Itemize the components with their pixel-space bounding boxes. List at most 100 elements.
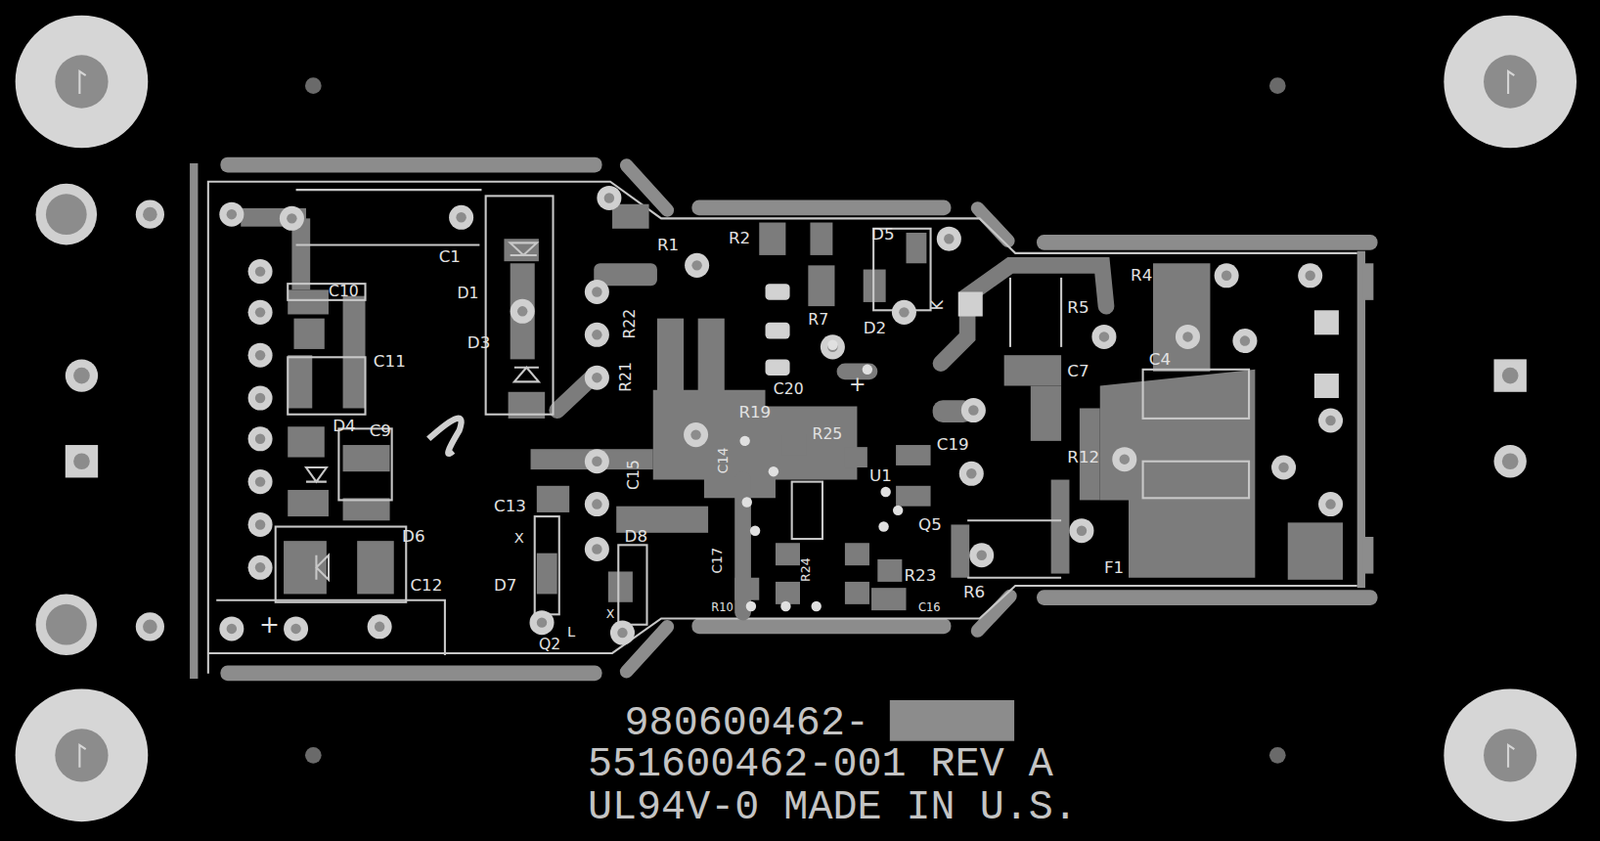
pcb-feature bbox=[1221, 270, 1232, 281]
pcb-feature bbox=[1325, 498, 1335, 509]
part-designator: D2 bbox=[863, 320, 887, 338]
pcb-feature bbox=[810, 601, 821, 612]
pcb-feature bbox=[591, 456, 602, 467]
pcb-feature bbox=[279, 206, 305, 231]
pcb-feature bbox=[895, 486, 931, 507]
pcb-feature bbox=[283, 540, 327, 594]
pcb-feature bbox=[775, 542, 800, 566]
pcb-feature bbox=[248, 300, 273, 325]
pcb-feature bbox=[1502, 367, 1519, 385]
pcb-feature bbox=[690, 429, 701, 440]
pcb-feature bbox=[503, 238, 538, 262]
pcb-feature bbox=[657, 318, 684, 395]
part-designator: R4 bbox=[1130, 266, 1153, 284]
pcb-feature bbox=[534, 516, 560, 615]
part-designator: C15 bbox=[626, 459, 643, 490]
pcb-feature bbox=[1304, 270, 1315, 281]
pcb-feature bbox=[73, 367, 90, 385]
pcb-feature bbox=[765, 322, 791, 340]
pcb-feature bbox=[626, 165, 668, 211]
pcb-feature bbox=[889, 700, 1015, 742]
pcb-feature bbox=[536, 486, 570, 513]
pcb-feature bbox=[142, 620, 158, 635]
pcb-feature bbox=[591, 543, 602, 554]
part-designator: Q2 bbox=[538, 636, 561, 653]
pcb-feature bbox=[367, 614, 393, 639]
pcb-feature bbox=[248, 426, 273, 451]
pcb-feature bbox=[517, 306, 528, 316]
pcb-feature bbox=[275, 527, 407, 603]
part-designator: L bbox=[567, 624, 576, 640]
pcb-feature bbox=[775, 581, 800, 605]
pcb-feature bbox=[792, 482, 823, 539]
pcb-feature bbox=[1493, 444, 1526, 478]
part-designator: R1 bbox=[657, 236, 679, 254]
pcb-feature bbox=[220, 665, 602, 681]
pcb-feature bbox=[220, 157, 602, 174]
pcb-feature bbox=[287, 356, 365, 414]
pcb-feature bbox=[691, 200, 951, 217]
part-designator: R2 bbox=[728, 230, 751, 248]
pcb-feature bbox=[1278, 462, 1289, 473]
pcb-feature bbox=[79, 745, 86, 768]
pcb-feature bbox=[959, 461, 984, 487]
pcb-feature bbox=[1493, 358, 1526, 392]
part-designator: F1 bbox=[1104, 559, 1124, 577]
part-designator: R21 bbox=[618, 361, 634, 393]
pcb-feature bbox=[293, 318, 324, 350]
pcb-feature bbox=[248, 512, 273, 537]
pcb-feature bbox=[739, 436, 750, 446]
pcb-feature bbox=[969, 542, 994, 568]
pcb-feature bbox=[1214, 263, 1240, 288]
pcb-feature bbox=[1443, 688, 1577, 822]
pcb-feature bbox=[54, 728, 108, 782]
pcb-feature bbox=[977, 550, 987, 561]
pcb-feature bbox=[1318, 407, 1343, 433]
part-designator: R7 bbox=[807, 311, 829, 328]
pcb-feature bbox=[617, 627, 627, 638]
pcb-feature bbox=[966, 468, 977, 479]
pcb-feature bbox=[746, 601, 756, 612]
part-designator: R22 bbox=[622, 309, 638, 340]
part-designator: R23 bbox=[903, 567, 936, 584]
pcb-feature bbox=[73, 452, 90, 470]
part-designator: U1 bbox=[869, 467, 892, 485]
pcb-feature bbox=[290, 623, 301, 634]
pcb-feature bbox=[844, 446, 868, 468]
pcb-feature bbox=[142, 207, 158, 223]
pcb-feature bbox=[1363, 263, 1374, 301]
pcb-feature bbox=[248, 386, 273, 411]
pcb-feature bbox=[510, 299, 535, 324]
pcb-feature bbox=[1508, 71, 1514, 94]
pcb-feature bbox=[305, 77, 1287, 763]
pcb-feature bbox=[208, 181, 1358, 674]
pcb-feature bbox=[608, 571, 633, 602]
pcb-feature bbox=[287, 489, 329, 517]
pcb-feature bbox=[216, 600, 445, 656]
part-designator: D1 bbox=[456, 285, 479, 302]
pcb-feature bbox=[691, 260, 702, 270]
pcb-feature bbox=[240, 204, 1343, 611]
part-designator: C19 bbox=[936, 437, 970, 454]
pcb-feature bbox=[45, 193, 1519, 645]
pcb-feature bbox=[305, 747, 322, 764]
pcb-feature bbox=[219, 616, 244, 641]
pcb-feature bbox=[943, 233, 954, 244]
pcb-feature bbox=[255, 393, 266, 403]
part-designator: C17 bbox=[710, 547, 724, 575]
pcb-feature bbox=[255, 519, 266, 530]
pcb-feature bbox=[338, 428, 392, 500]
pcb-feature bbox=[428, 418, 461, 454]
pcb-feature bbox=[877, 559, 902, 582]
pcb-feature bbox=[596, 185, 622, 211]
pcb-feature bbox=[54, 54, 1537, 782]
pcb-feature bbox=[305, 77, 322, 94]
pcb-feature bbox=[940, 265, 1107, 363]
pcb-feature bbox=[374, 622, 385, 632]
pcb-feature bbox=[79, 71, 86, 94]
part-designator: D4 bbox=[332, 418, 356, 436]
pcb-feature bbox=[626, 165, 1011, 672]
pcb-feature bbox=[283, 616, 309, 641]
pcb-feature bbox=[809, 222, 833, 256]
pcb-feature bbox=[343, 444, 391, 472]
